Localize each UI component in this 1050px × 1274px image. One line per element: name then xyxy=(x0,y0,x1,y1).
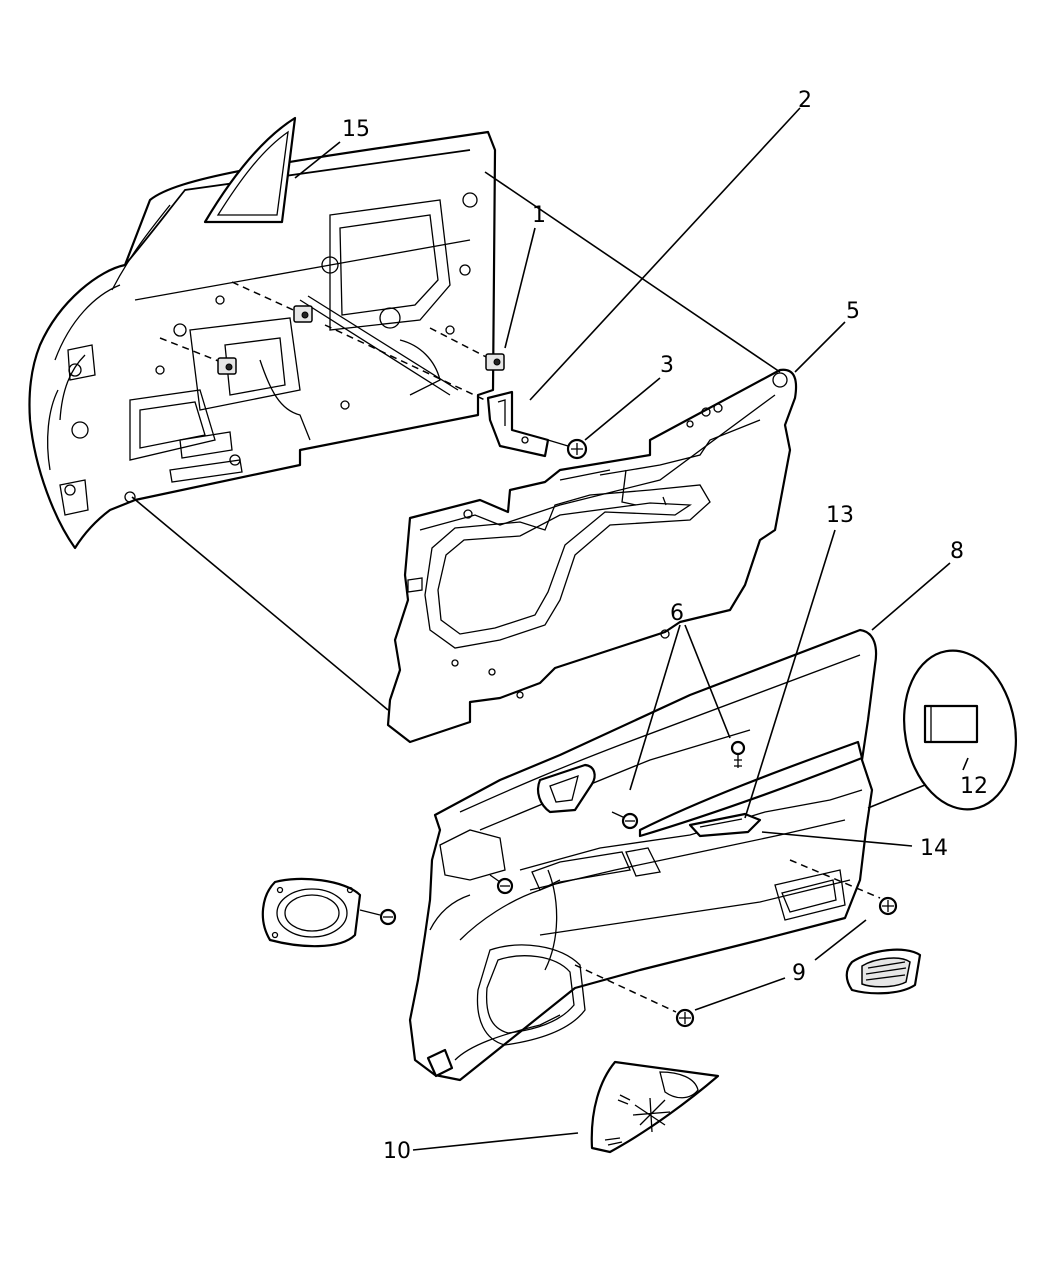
screw-6a xyxy=(730,740,746,768)
switch-inset-part-12 xyxy=(902,649,1018,811)
screws-part-9 xyxy=(574,859,898,1028)
callout-3: 3 xyxy=(660,353,674,378)
callout-5: 5 xyxy=(846,299,860,324)
callout-numbers: 15 1 2 3 5 13 8 6 12 14 9 10 xyxy=(342,88,988,1164)
water-shield-part-5 xyxy=(386,368,798,744)
callout-8: 8 xyxy=(950,539,964,564)
clip-1c xyxy=(485,353,505,371)
panel-clips-part-1 xyxy=(159,281,505,375)
screw-6c xyxy=(489,874,514,895)
door-inner-frame xyxy=(28,130,497,550)
callout-10: 10 xyxy=(383,1139,411,1164)
leader-lines xyxy=(294,107,969,1151)
vent-glass-part-15 xyxy=(203,116,297,224)
callout-14: 14 xyxy=(920,836,948,861)
callout-6: 6 xyxy=(670,601,684,626)
callout-12: 12 xyxy=(960,774,988,799)
speaker-grille xyxy=(845,948,922,995)
lower-trim-grille-part-10 xyxy=(590,1060,720,1154)
callout-1: 1 xyxy=(532,203,546,228)
trim-strip-part-13 xyxy=(638,740,864,838)
screw-6b xyxy=(611,811,639,830)
callout-2: 2 xyxy=(798,88,812,113)
assembly-lines xyxy=(131,171,926,809)
speaker xyxy=(261,877,397,948)
screws-part-6 xyxy=(489,740,746,895)
clip-1a xyxy=(217,357,237,375)
screw-part-3 xyxy=(547,438,588,460)
grille-pattern xyxy=(632,1097,671,1133)
callout-9: 9 xyxy=(792,961,806,986)
callout-13: 13 xyxy=(826,503,854,528)
clip-1b xyxy=(293,305,313,323)
bracket-part-2 xyxy=(324,324,550,458)
callout-15: 15 xyxy=(342,117,370,142)
